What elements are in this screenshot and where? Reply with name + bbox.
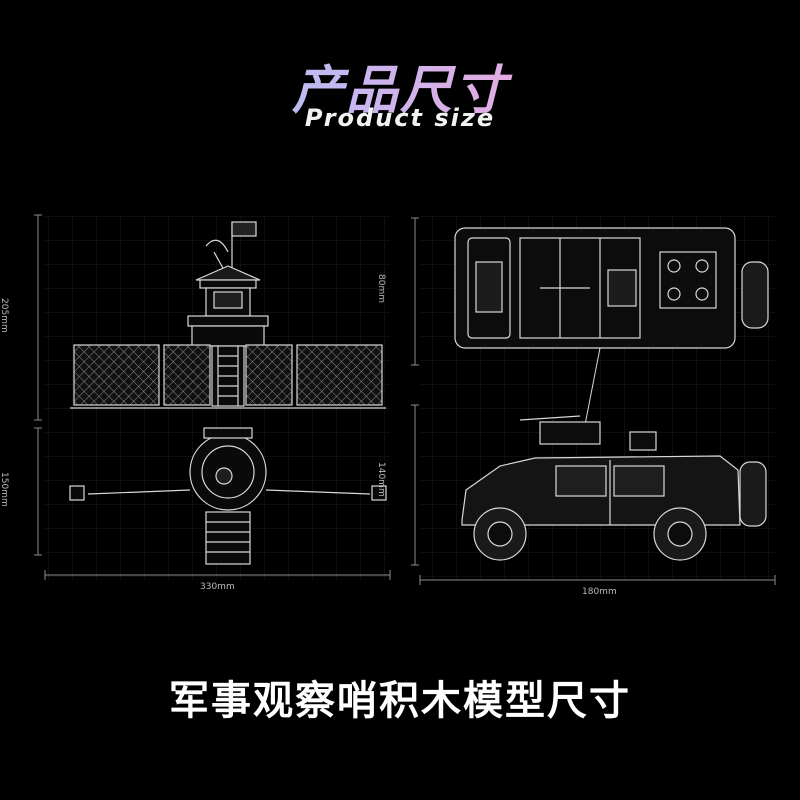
antenna-line <box>583 347 601 431</box>
left-width-label: 330mm <box>200 582 235 592</box>
left-dimension-lines <box>34 214 391 580</box>
right-height-top-label: 80mm <box>376 274 386 303</box>
vehicle-top-view <box>454 227 769 349</box>
right-height-bottom-label: 140mm <box>376 462 386 497</box>
fence-panels <box>70 344 386 409</box>
caption: 军事观察哨积木模型尺寸 <box>169 678 631 724</box>
title-english: Product size <box>304 104 496 132</box>
right-dimension-lines <box>411 217 776 585</box>
outpost-front-view <box>187 221 269 407</box>
right-width-label: 180mm <box>582 587 617 597</box>
outpost-top-view <box>69 427 387 565</box>
title-chinese: 产品尺寸 <box>0 48 800 123</box>
left-height-top-label: 205mm <box>0 298 9 333</box>
left-height-bottom-label: 150mm <box>0 472 9 507</box>
vehicle-side-view <box>461 415 767 561</box>
